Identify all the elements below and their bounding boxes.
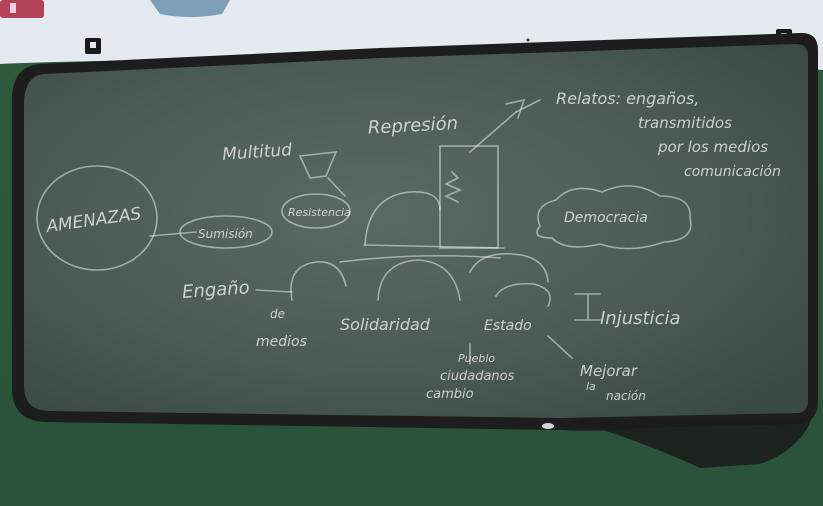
mejorar-line-2: la [586, 380, 596, 393]
chalkboard [24, 44, 808, 418]
represion-label: Represión [367, 113, 458, 139]
engano-label: Engaño [181, 277, 250, 303]
multitud-label: Multitud [222, 140, 293, 165]
mejorar-line-3: nación [606, 389, 646, 403]
engano-sub-1: de [270, 307, 285, 321]
pueblo-line-2: ciudadanos [440, 369, 515, 384]
chalk-drawings [36, 98, 692, 365]
ceiling-fixture [150, 0, 230, 17]
relatos-line-3: por los medios [657, 138, 768, 156]
mejorar-line-1: Mejorar [580, 362, 638, 380]
solidaridad-label: Solidaridad [340, 315, 431, 334]
estado-label: Estado [484, 318, 532, 334]
chalk-tray [570, 418, 812, 468]
red-sticker [0, 0, 44, 18]
pueblo-line-1: Pueblo [458, 352, 495, 365]
democracia-label: Democracia [564, 210, 648, 226]
relatos-line-2: transmitidos [638, 114, 732, 132]
injusticia-label: Injusticia [600, 308, 681, 329]
pueblo-line-3: cambio [426, 387, 474, 402]
relatos-line-4: comunicación [684, 164, 781, 180]
sumision-label: Sumisión [198, 227, 253, 241]
relatos-line-1: Relatos: engaños, [556, 89, 699, 108]
engano-sub-2: medios [256, 334, 307, 350]
resistencia-label: Resistencia [288, 206, 351, 219]
